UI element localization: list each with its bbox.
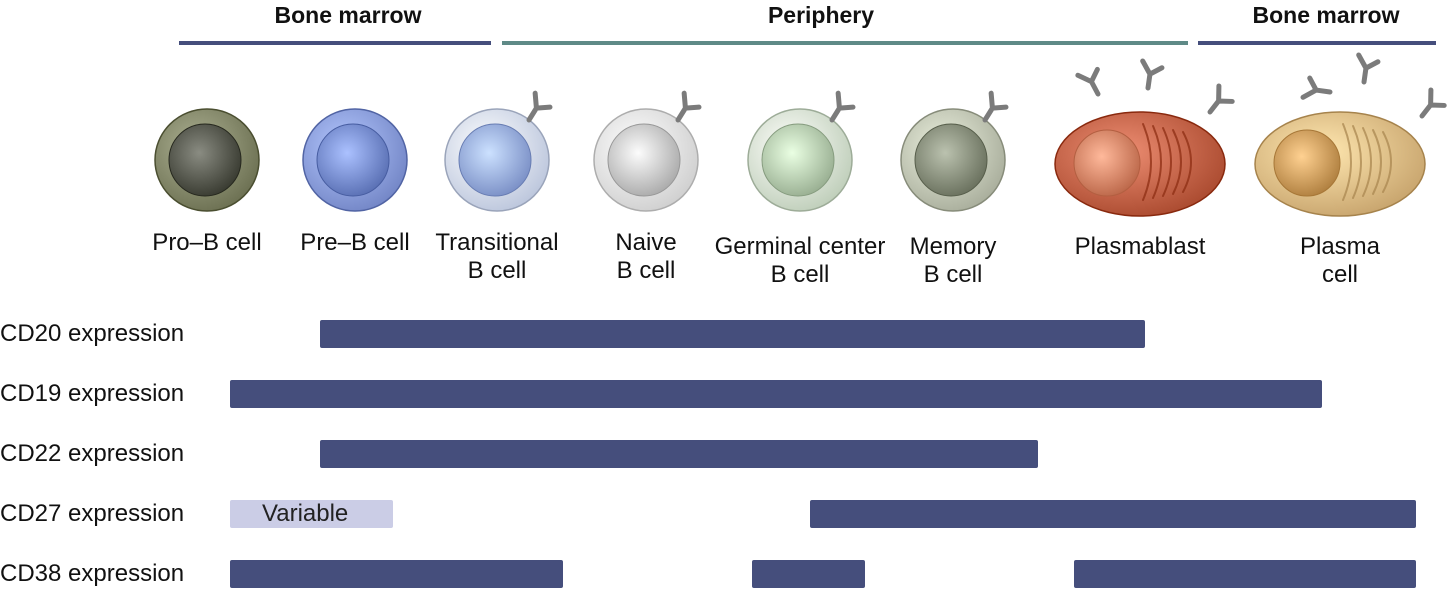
region-line-1 bbox=[502, 41, 1188, 45]
antibody-icon bbox=[1300, 75, 1333, 100]
expression-bar bbox=[752, 560, 865, 588]
antibody-icon bbox=[675, 90, 702, 123]
antibody-icon bbox=[1356, 52, 1381, 85]
cell-nucleus bbox=[607, 123, 681, 197]
expression-bar bbox=[230, 560, 563, 588]
antibody-icon bbox=[1207, 83, 1235, 115]
region-label-1: Periphery bbox=[767, 2, 875, 28]
region-label-2: Bone marrow bbox=[1252, 2, 1400, 28]
germinal-center-b-cell-icon bbox=[747, 90, 856, 212]
antibody-icon bbox=[526, 90, 553, 123]
transitional-b-cell-icon bbox=[444, 90, 553, 212]
pro-b-cell-icon bbox=[154, 108, 260, 212]
expression-bar bbox=[230, 380, 1322, 408]
antibody-icon bbox=[1140, 58, 1165, 91]
region-line-2 bbox=[1198, 41, 1436, 45]
expression-bar bbox=[320, 320, 1145, 348]
expression-bar bbox=[320, 440, 1038, 468]
cell-nucleus bbox=[761, 123, 835, 197]
region-line-0 bbox=[179, 41, 491, 45]
cell-nucleus bbox=[168, 123, 242, 197]
region-label-0: Bone marrow bbox=[274, 2, 422, 28]
marker-label-cd27: CD27 expression bbox=[0, 500, 185, 527]
cell-label-plasmablast: Plasmablast bbox=[1074, 233, 1206, 260]
memory-b-cell-icon bbox=[900, 90, 1009, 212]
marker-label-cd19: CD19 expression bbox=[0, 380, 185, 407]
cell-label-pro-b-cell: Pro–B cell bbox=[152, 229, 262, 256]
naive-b-cell-icon bbox=[593, 90, 702, 212]
pre-b-cell-icon bbox=[302, 108, 408, 212]
variable-label: Variable bbox=[262, 500, 349, 527]
cell-nucleus bbox=[1273, 129, 1341, 197]
cell-nucleus bbox=[316, 123, 390, 197]
cell-nucleus bbox=[458, 123, 532, 197]
cell-label-memory-b-cell: Memory B cell bbox=[909, 233, 997, 288]
marker-label-cd20: CD20 expression bbox=[0, 320, 185, 347]
cell-label-plasma-cell: Plasma cell bbox=[1299, 233, 1381, 288]
cell-label-naive-b-cell: Naive B cell bbox=[615, 229, 677, 284]
plasmablast-icon bbox=[1054, 58, 1235, 217]
cell-nucleus bbox=[1073, 129, 1141, 197]
cell-label-pre-b-cell: Pre–B cell bbox=[300, 229, 410, 256]
marker-label-cd38: CD38 expression bbox=[0, 560, 185, 587]
cell-label-transitional-b-cell: Transitional B cell bbox=[435, 229, 559, 284]
antibody-icon bbox=[982, 90, 1009, 123]
variable-expression-bar: Variable bbox=[230, 500, 393, 528]
expression-bar bbox=[810, 500, 1416, 528]
plasma-cell-icon bbox=[1254, 52, 1447, 217]
cell-label-germinal-center-b-cell: Germinal center B cell bbox=[714, 233, 886, 288]
antibody-icon bbox=[829, 90, 856, 123]
endoplasmic-reticulum bbox=[1342, 123, 1392, 201]
marker-label-cd22: CD22 expression bbox=[0, 440, 185, 467]
expression-bar bbox=[1074, 560, 1416, 588]
antibody-icon bbox=[1419, 87, 1447, 119]
cell-nucleus bbox=[914, 123, 988, 197]
antibody-icon bbox=[1075, 66, 1101, 97]
endoplasmic-reticulum bbox=[1142, 123, 1192, 201]
cell-illustrations bbox=[154, 52, 1447, 217]
